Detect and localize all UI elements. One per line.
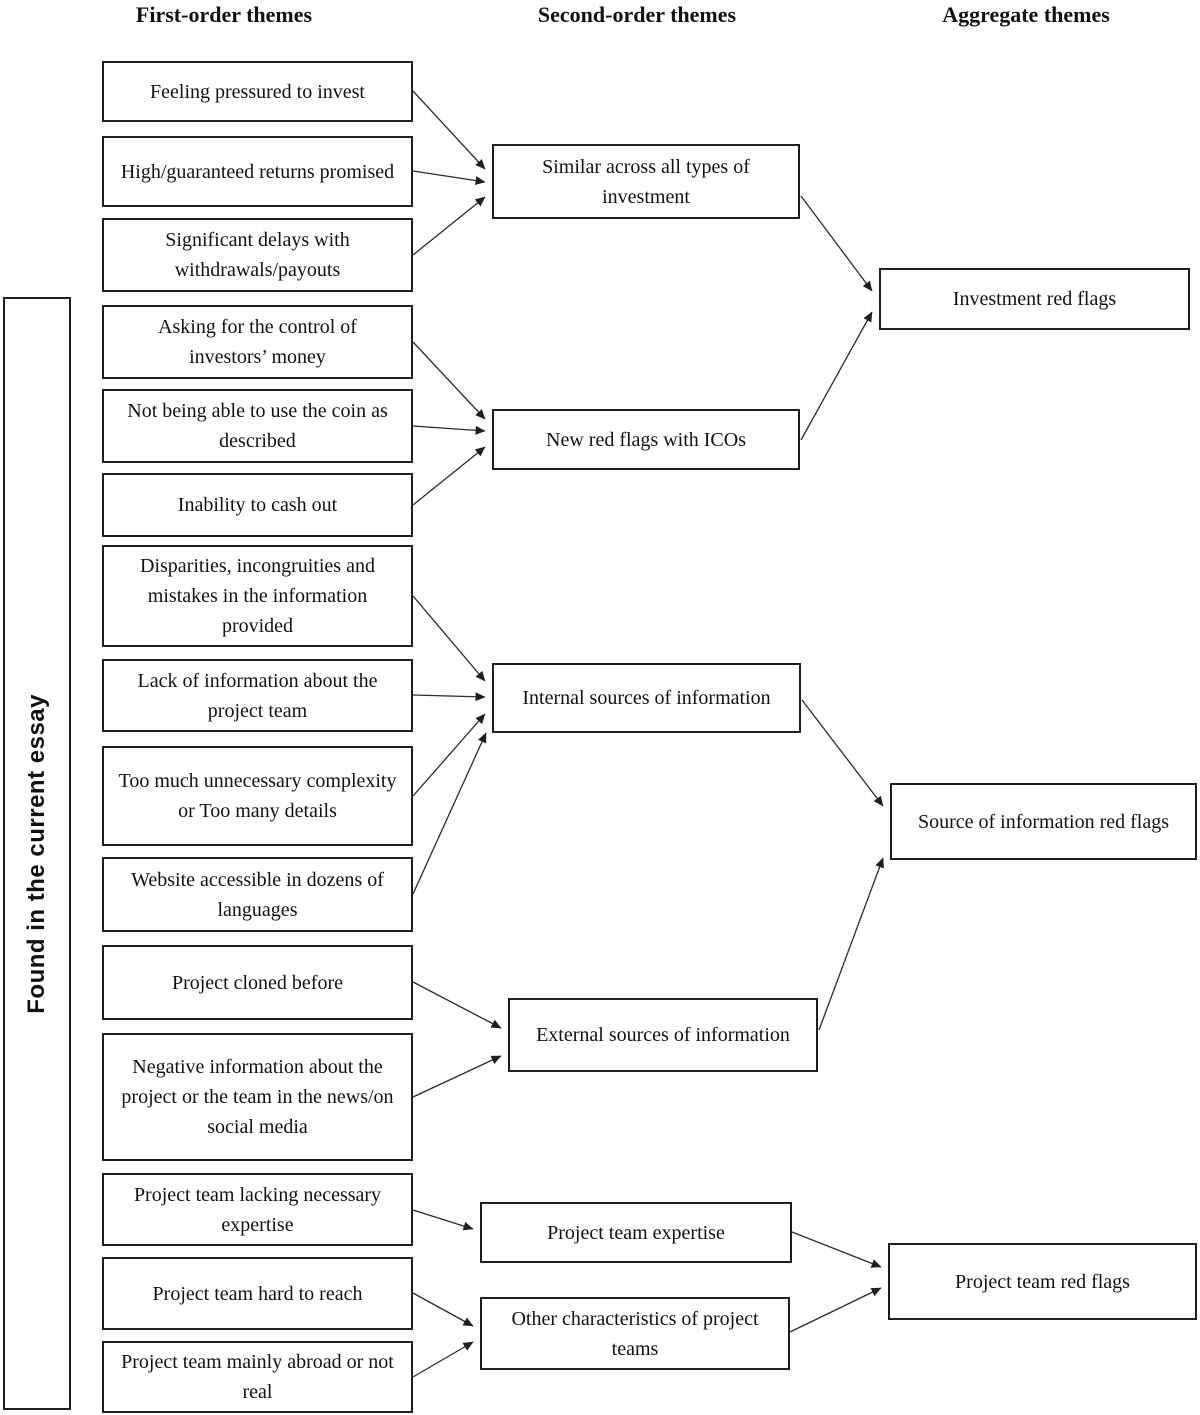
arrow-new-red-flags-to-investment-red-flags <box>800 311 873 441</box>
node-disparities-incongruities: Disparities, incongruities and mistakes … <box>102 545 413 647</box>
arrow-internal-sources-to-source-info-red-flags <box>801 699 884 807</box>
node-investment-red-flags: Investment red flags <box>879 268 1190 330</box>
node-project-team-red-flags: Project team red flags <box>888 1243 1197 1320</box>
column-header-aggregate: Aggregate themes <box>942 2 1110 27</box>
arrow-high-returns-to-similar-across <box>412 170 486 186</box>
arrow-too-much-complexity-to-internal-sources <box>412 713 486 797</box>
arrow-not-able-use-coin-to-new-red-flags <box>412 425 486 435</box>
node-other-characteristics-teams: Other characteristics of project teams <box>480 1297 790 1370</box>
node-lack-of-information-team: Lack of information about the project te… <box>102 659 413 732</box>
node-team-lacking-expertise: Project team lacking necessary expertise <box>102 1173 413 1246</box>
arrow-website-accessible-to-internal-sources <box>412 732 487 895</box>
node-source-information-red-flags: Source of information red flags <box>890 783 1197 860</box>
node-project-team-expertise: Project team expertise <box>480 1202 792 1263</box>
arrow-lack-info-to-internal-sources <box>412 692 486 702</box>
node-similar-across-investments: Similar across all types of investment <box>492 144 800 219</box>
side-bracket-found-in-current-essay: Found in the current essay <box>3 297 71 1410</box>
arrow-inability-cash-out-to-new-red-flags <box>412 446 486 506</box>
arrow-similar-across-to-investment-red-flags <box>800 195 873 292</box>
arrow-other-characteristics-to-project-team-red-flags <box>789 1287 882 1333</box>
node-negative-information-news: Negative information about the project o… <box>102 1033 413 1161</box>
arrow-team-abroad-to-other-characteristics <box>412 1341 474 1378</box>
arrow-project-cloned-to-external-sources <box>412 981 502 1029</box>
column-header-first-order: First-order themes <box>135 2 313 27</box>
node-not-able-to-use-coin: Not being able to use the coin as descri… <box>102 389 413 463</box>
arrow-negative-info-to-external-sources <box>412 1055 502 1098</box>
node-website-dozens-languages: Website accessible in dozens of language… <box>102 857 413 932</box>
side-label: Found in the current essay <box>23 693 50 1014</box>
node-team-mainly-abroad: Project team mainly abroad or not real <box>102 1341 413 1413</box>
arrow-external-sources-to-source-info-red-flags <box>818 857 884 1031</box>
arrow-disparities-to-internal-sources <box>412 595 486 682</box>
node-new-red-flags-icos: New red flags with ICOs <box>492 409 800 470</box>
arrow-significant-delays-to-similar-across <box>412 196 486 256</box>
node-high-guaranteed-returns: High/guaranteed returns promised <box>102 136 413 207</box>
arrow-asking-control-to-new-red-flags <box>412 341 486 420</box>
node-too-much-complexity: Too much unnecessary complexity or Too m… <box>102 746 413 846</box>
node-asking-control-investors-money: Asking for the control of investors’ mon… <box>102 305 413 379</box>
node-team-hard-to-reach: Project team hard to reach <box>102 1257 413 1330</box>
arrow-team-expertise-to-project-team-red-flags <box>791 1231 882 1268</box>
node-inability-to-cash-out: Inability to cash out <box>102 473 413 537</box>
arrow-feeling-pressured-to-similar-across <box>412 90 486 170</box>
column-header-second-order: Second-order themes <box>537 2 737 27</box>
arrow-team-lacking-to-team-expertise <box>412 1209 474 1231</box>
node-internal-sources-information: Internal sources of information <box>492 663 801 733</box>
node-feeling-pressured-to-invest: Feeling pressured to invest <box>102 61 413 122</box>
arrow-team-hard-reach-to-other-characteristics <box>412 1292 474 1327</box>
node-external-sources-information: External sources of information <box>508 998 818 1072</box>
node-significant-delays: Significant delays with withdrawals/payo… <box>102 218 413 292</box>
node-project-cloned-before: Project cloned before <box>102 945 413 1020</box>
